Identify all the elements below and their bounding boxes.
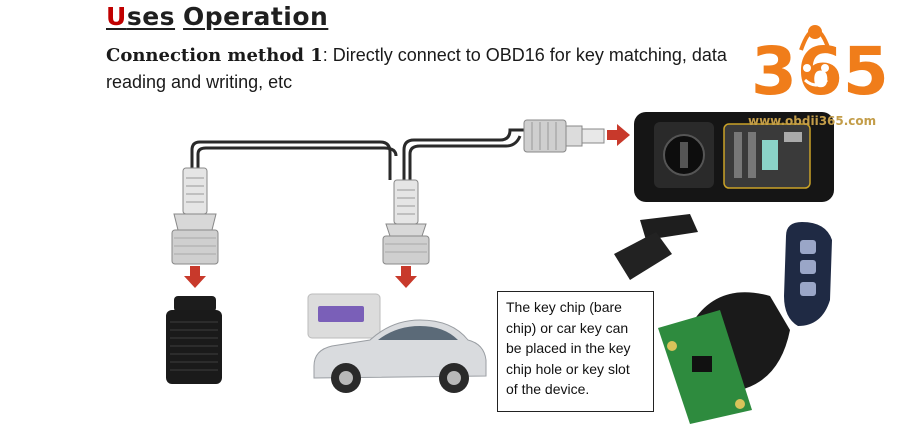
- heading-word1-rest: ses: [126, 2, 176, 31]
- obd16-connector-left: [171, 167, 219, 265]
- obd16-connector-right: [382, 179, 430, 265]
- brand-logo: 365: [751, 25, 889, 110]
- description-bold: Connection method 1: [106, 45, 323, 66]
- description-text: : Directly connect to OBD16 for key matc…: [106, 45, 727, 92]
- db-connector: [523, 119, 605, 153]
- callout-note: The key chip (bare chip) or car key can …: [497, 291, 654, 412]
- cable: [190, 128, 525, 180]
- description: Connection method 1: Directly connect to…: [106, 42, 746, 95]
- logo-url: www.obdii365.com: [748, 114, 877, 128]
- logo-text: 365: [751, 33, 889, 110]
- heading-first-letter: U: [106, 2, 127, 31]
- flip-key-icon: [658, 222, 832, 424]
- arrow-icons: [184, 124, 630, 288]
- obd-adapter-icon: [166, 296, 222, 384]
- transponder-chip-icon: [614, 214, 698, 280]
- programmer-device-icon: [634, 112, 834, 202]
- car-icon: [307, 293, 487, 393]
- heading-word2: Operation: [183, 2, 329, 31]
